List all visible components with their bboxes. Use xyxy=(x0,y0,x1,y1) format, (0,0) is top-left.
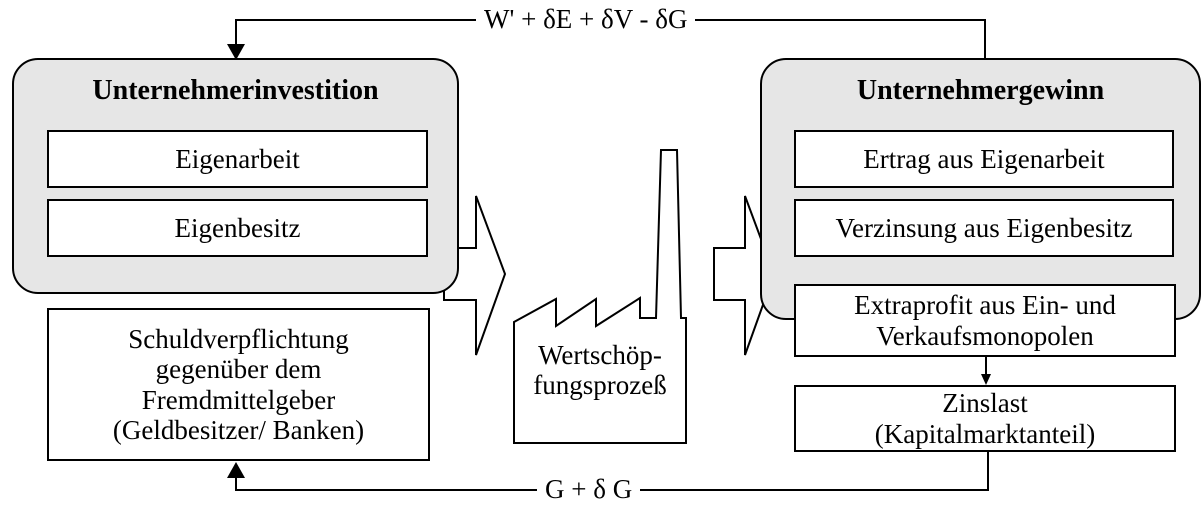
interest-burden-box: Zinslast (Kapitalmarktanteil) xyxy=(794,385,1176,452)
labor-yield-box: Ertrag aus Eigenarbeit xyxy=(794,130,1174,188)
debt-line-4: (Geldbesitzer/ Banken) xyxy=(112,414,365,445)
input-arrow xyxy=(443,195,507,356)
bottom-flow-formula: G + δ G xyxy=(537,474,641,505)
own-labor-box: Eigenarbeit xyxy=(47,130,428,188)
factory-icon xyxy=(513,149,687,444)
bottom-flow-arrowhead xyxy=(227,462,245,478)
debt-line-1: Schuldverpflichtung xyxy=(128,324,349,355)
property-interest-box: Verzinsung aus Eigenbesitz xyxy=(794,199,1174,257)
top-flow-formula: W' + δE + δV - δG xyxy=(476,4,696,35)
value-creation-line-1: Wertschöp- xyxy=(538,340,662,370)
extra-profit-line-1: Extraprofit aus Ein- und xyxy=(854,290,1116,321)
value-creation-line-2: fungsprozeß xyxy=(533,370,667,401)
debt-obligation-box: Schuldverpflichtung gegenüber dem Fremdm… xyxy=(47,308,430,461)
interest-line-1: Zinslast xyxy=(942,388,1028,419)
extra-profit-line-2: Verkaufsmonopolen xyxy=(876,320,1094,351)
investment-title: Unternehmerinvestition xyxy=(92,75,379,106)
interest-line-2: (Kapitalmarktanteil) xyxy=(874,418,1096,449)
debt-line-2: gegenüber dem xyxy=(155,354,322,385)
top-flow-arrowhead xyxy=(227,44,245,60)
own-property-box: Eigenbesitz xyxy=(47,199,428,257)
extra-profit-box: Extraprofit aus Ein- und Verkaufsmonopol… xyxy=(794,284,1176,357)
value-creation-label: Wertschöp- fungsprozeß xyxy=(514,340,686,400)
debt-line-3: Fremdmittelgeber xyxy=(141,384,336,415)
output-arrow xyxy=(713,195,776,356)
profit-title: Unternehmergewinn xyxy=(856,75,1105,106)
down-arrowhead xyxy=(981,374,991,385)
